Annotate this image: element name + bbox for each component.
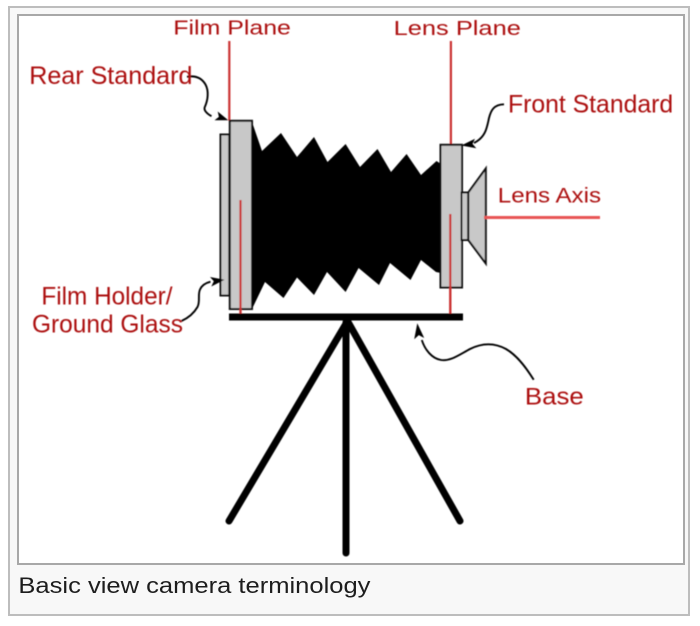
svg-text:Film Holder/: Film Holder/ [41, 284, 172, 311]
svg-text:Lens Axis: Lens Axis [498, 184, 601, 207]
svg-text:Film Plane: Film Plane [173, 17, 291, 39]
svg-text:Lens Plane: Lens Plane [394, 16, 521, 39]
svg-text:Front Standard: Front Standard [508, 92, 673, 119]
svg-text:Base: Base [525, 383, 584, 410]
svg-text:Basic view camera terminology: Basic view camera terminology [18, 573, 370, 598]
svg-text:Ground Glass: Ground Glass [32, 312, 183, 339]
svg-text:Rear Standard: Rear Standard [29, 62, 192, 90]
